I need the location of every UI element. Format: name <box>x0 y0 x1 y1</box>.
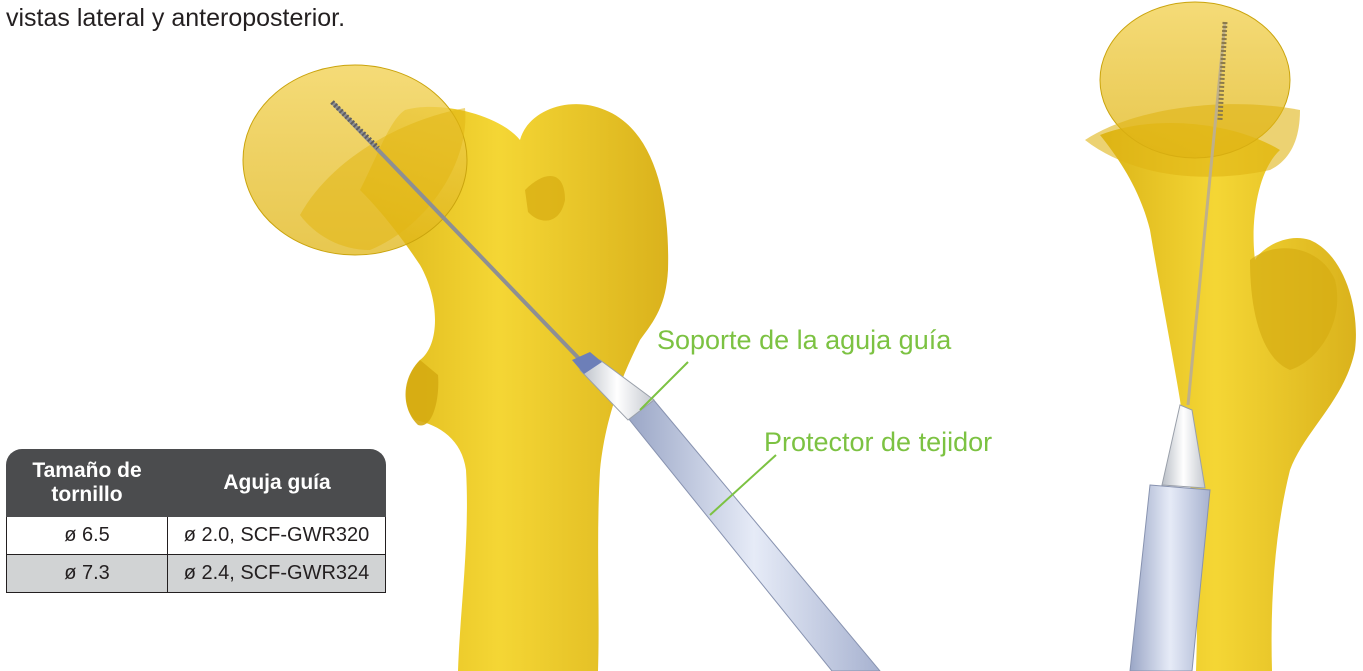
header-screw-size: Tamaño de tornillo <box>6 449 168 517</box>
table-header-row: Tamaño de tornillo Aguja guía <box>6 449 386 517</box>
callout-tissue-protector: Protector de tejidor <box>764 427 992 457</box>
callout-line-guide-holder <box>640 362 688 410</box>
table-row: ø 7.3 ø 2.4, SCF-GWR324 <box>6 555 386 593</box>
cell-screw-size: ø 6.5 <box>6 517 168 555</box>
screw-guide-table: Tamaño de tornillo Aguja guía ø 6.5 ø 2.… <box>6 449 386 593</box>
callout-guide-holder: Soporte de la aguja guía <box>657 325 951 355</box>
cell-guide-wire: ø 2.4, SCF-GWR324 <box>168 555 386 593</box>
cell-screw-size: ø 7.3 <box>6 555 168 593</box>
tissue-protector-left <box>572 352 880 671</box>
header-guide-wire: Aguja guía <box>168 449 386 517</box>
cell-guide-wire: ø 2.0, SCF-GWR320 <box>168 517 386 555</box>
table-row: ø 6.5 ø 2.0, SCF-GWR320 <box>6 517 386 555</box>
